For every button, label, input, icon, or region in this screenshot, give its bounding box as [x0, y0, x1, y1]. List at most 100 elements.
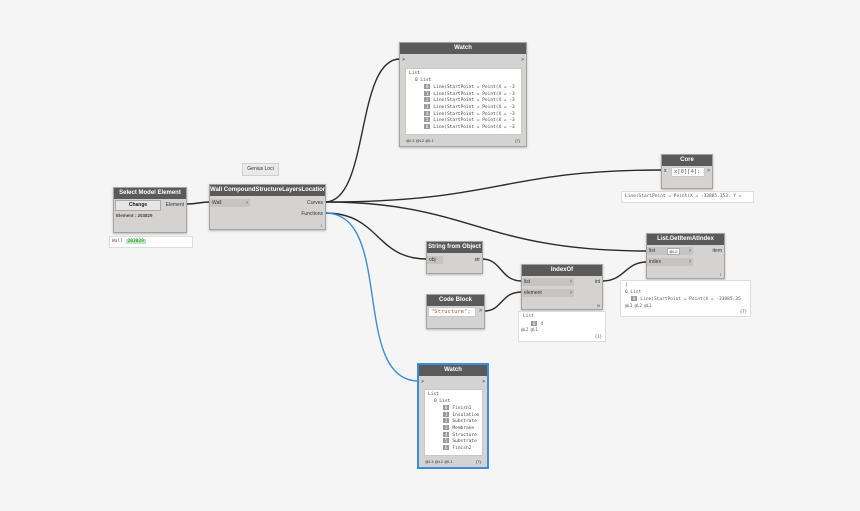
index-input-port[interactable]: index›: [647, 258, 693, 266]
list-input-port[interactable]: list @L2 ›: [647, 247, 693, 255]
index-badge: 6: [443, 444, 450, 450]
item-output-port[interactable]: item: [712, 248, 722, 254]
preview-element-id: 203829: [125, 239, 146, 244]
index-badge: 0: [443, 405, 450, 411]
index-badge: 2: [443, 418, 450, 424]
node-title: Code Block: [427, 295, 484, 306]
chevron-right-icon: ›: [570, 290, 572, 296]
list-item-value: Structure: [452, 432, 477, 438]
wall-compound-structure-node[interactable]: Wall CompoundStructureLayersLocation Wal…: [209, 184, 326, 230]
lacing-indicator: l: [321, 223, 322, 228]
watch-input-port[interactable]: >: [421, 379, 424, 385]
node-title: List.GetItemAtIndex: [647, 234, 724, 245]
list-item-value: Substrate: [452, 439, 477, 445]
core-code-block-node[interactable]: Core x x[0][4]; >: [661, 154, 713, 189]
list-item-value: Finish2: [452, 445, 472, 451]
list-level-footer: @L3 @L2 @L1: [406, 138, 434, 143]
list-item-value: Membrane: [452, 425, 475, 431]
list-getitemat-index-node[interactable]: List.GetItemAtIndex list @L2 › index› it…: [646, 233, 725, 279]
index-badge: 1: [443, 411, 450, 417]
list-item-value: Insulation: [452, 412, 480, 418]
obj-input-port[interactable]: obj: [427, 256, 443, 264]
node-title: String from Object: [427, 242, 482, 253]
index-badge: 1: [424, 90, 431, 96]
str-output-port[interactable]: str: [474, 257, 480, 263]
list-count-footer: {7}: [515, 138, 520, 143]
list-level-footer: @L3 @L2 @L1: [425, 459, 453, 464]
change-button[interactable]: Change: [115, 200, 161, 211]
watch-output-port[interactable]: >: [521, 57, 524, 63]
list-item-value: Line(StartPoint = Point(X = -3: [433, 118, 515, 124]
code-block-output-port[interactable]: >: [479, 308, 482, 314]
index-badge: 6: [424, 123, 431, 129]
preview-label: Wall: [112, 239, 123, 244]
core-code-editor[interactable]: x[0][4];: [671, 167, 705, 177]
genius-loci-label: Genius Loci: [242, 163, 279, 176]
chevron-right-icon: ›: [689, 259, 691, 265]
list-item-value: Line(StartPoint = Point(X = -3: [433, 85, 515, 91]
core-output-port[interactable]: >: [707, 168, 710, 174]
index-badge: 4: [443, 431, 450, 437]
wire-element-to-wall[interactable]: [186, 201, 211, 205]
wall-input-port[interactable]: Wall›: [210, 199, 250, 207]
wire-code-to-indexof[interactable]: [483, 291, 523, 312]
core-preview: Line(StartPoint = Point(X = -33885.353, …: [621, 191, 754, 203]
int-output-port[interactable]: int: [594, 279, 600, 285]
functions-output-port[interactable]: Functions: [301, 211, 323, 217]
watch-input-port[interactable]: >: [402, 57, 405, 63]
chevron-right-icon: ›: [246, 200, 248, 206]
code-block-editor[interactable]: "Structure";: [428, 307, 476, 317]
element-id-text: Element : 203829: [116, 213, 153, 218]
list-input-port[interactable]: list›: [522, 278, 574, 286]
node-title: Watch: [400, 43, 526, 54]
indexof-node[interactable]: IndexOf list› element› int l/l: [521, 264, 603, 310]
wire-functions-to-sfo[interactable]: [324, 212, 428, 260]
wire-curves-to-core[interactable]: [324, 169, 663, 203]
node-title: Wall CompoundStructureLayersLocation: [210, 185, 325, 196]
index-badge: 5: [443, 438, 450, 444]
list-item-value: Finish1: [452, 406, 472, 412]
element-output-port[interactable]: Element: [165, 202, 184, 208]
select-model-element-node[interactable]: Select Model Element Change Element Elem…: [113, 187, 187, 233]
list-sublist-label: 0 List: [415, 77, 432, 83]
wire-int-to-getitem[interactable]: [601, 261, 648, 282]
index-badge: 4: [424, 110, 431, 116]
lacing-indicator: l/l: [597, 303, 600, 308]
node-title: Select Model Element: [114, 188, 186, 199]
index-badge: 3: [443, 424, 450, 430]
curves-output-port[interactable]: Curves: [307, 200, 323, 206]
lacing-indicator: l: [720, 272, 721, 277]
list-item-value: Line(StartPoint = Point(X = -3: [433, 111, 515, 117]
watch-output-port[interactable]: >: [482, 379, 485, 385]
wire-functions-to-watch[interactable]: [324, 212, 420, 382]
string-from-object-node[interactable]: String from Object obj str: [426, 241, 483, 274]
index-badge: 5: [424, 117, 431, 123]
level-selector[interactable]: @L2: [667, 248, 680, 255]
wire-curves-to-getitem[interactable]: [324, 201, 648, 252]
code-block-node[interactable]: Code Block "Structure"; >: [426, 294, 485, 329]
x-input-port[interactable]: x: [664, 168, 667, 174]
list-item-value: Line(StartPoint = Point(X = -3: [433, 104, 515, 110]
wire-str-to-indexof[interactable]: [481, 258, 523, 282]
wire-curves-to-watch[interactable]: [324, 58, 401, 203]
element-input-port[interactable]: element›: [522, 289, 574, 297]
list-item-value: Substrate: [452, 419, 477, 425]
